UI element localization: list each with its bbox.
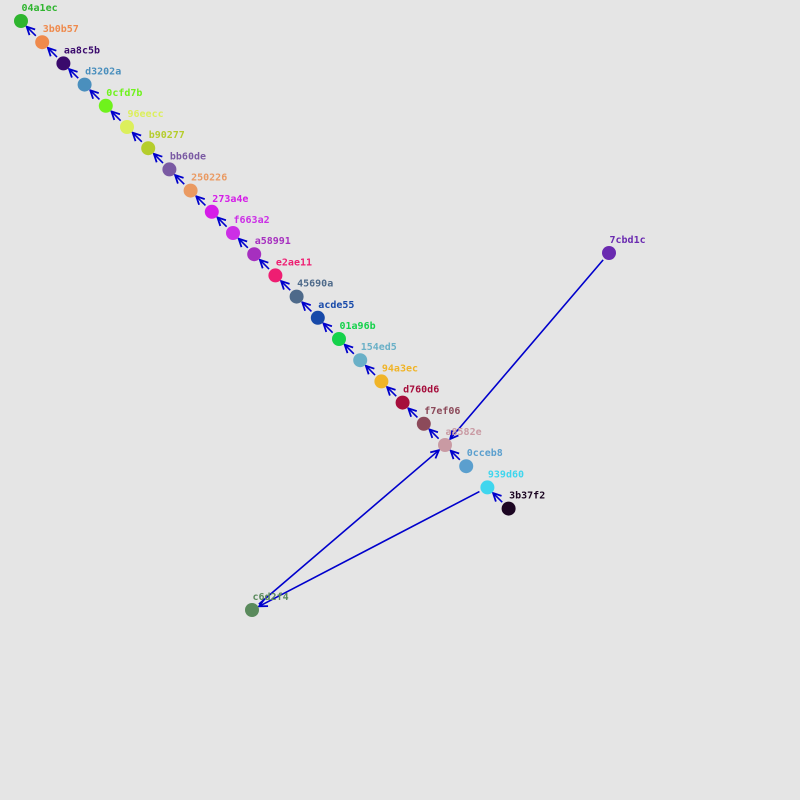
commit-label-f7ef06: f7ef06 — [424, 406, 460, 417]
commit-node-154ed5[interactable] — [353, 353, 368, 368]
commit-label-96eecc: 96eecc — [128, 109, 164, 120]
commit-label-0cfd7b: 0cfd7b — [106, 88, 142, 99]
edge-154ed5-to-01a96b — [345, 345, 355, 355]
edge-45690a-to-e2ae11 — [281, 281, 291, 291]
commit-label-939d60: 939d60 — [488, 469, 524, 480]
commit-label-01a96b: 01a96b — [340, 321, 376, 332]
commit-label-c6d2f4: c6d2f4 — [253, 592, 289, 603]
edge-d3202a-to-aa8c5b — [69, 69, 79, 79]
edge-0cceb8-to-a8582e — [451, 451, 461, 461]
edge-a58991-to-f663a2 — [239, 239, 249, 249]
commit-label-7cbd1c: 7cbd1c — [610, 235, 646, 246]
commit-label-a8582e: a8582e — [446, 427, 482, 438]
edge-e2ae11-to-a58991 — [260, 260, 270, 270]
edge-bb60de-to-b90277 — [154, 154, 164, 164]
commit-label-250226: 250226 — [191, 173, 227, 184]
commit-label-bb60de: bb60de — [170, 151, 206, 162]
edge-b90277-to-96eecc — [133, 133, 143, 143]
commit-label-0cceb8: 0cceb8 — [467, 448, 503, 459]
commit-label-3b37f2: 3b37f2 — [509, 491, 545, 502]
commit-node-f7ef06[interactable] — [416, 416, 431, 431]
commit-label-f663a2: f663a2 — [234, 215, 270, 226]
commit-node-f663a2[interactable] — [226, 226, 240, 240]
commit-label-04a1ec: 04a1ec — [22, 3, 58, 14]
commit-node-a58991[interactable] — [247, 247, 262, 262]
commit-label-aa8c5b: aa8c5b — [64, 45, 100, 56]
commit-node-250226[interactable] — [183, 183, 198, 198]
commit-label-d3202a: d3202a — [85, 67, 121, 78]
commit-label-e2ae11: e2ae11 — [276, 257, 312, 268]
edge-939d60-to-c6d2f4 — [259, 490, 480, 607]
commit-node-01a96b[interactable] — [332, 332, 346, 346]
commit-node-3b37f2[interactable] — [501, 501, 516, 516]
commit-node-e2ae11[interactable] — [268, 268, 283, 283]
edges-layer — [27, 27, 604, 607]
edge-250226-to-bb60de — [175, 175, 185, 185]
edge-acde55-to-45690a — [302, 302, 313, 313]
edge-d760d6-to-94a3ec — [387, 387, 397, 397]
commit-node-96eecc[interactable] — [120, 120, 134, 134]
edge-96eecc-to-0cfd7b — [111, 111, 122, 122]
commit-label-a58991: a58991 — [255, 236, 291, 247]
edge-a8582e-to-f7ef06 — [429, 429, 440, 440]
commit-node-0cceb8[interactable] — [459, 459, 474, 474]
edge-f663a2-to-273a4e — [217, 217, 228, 228]
commit-node-94a3ec[interactable] — [374, 374, 389, 389]
edge-3b37f2-to-939d60 — [493, 493, 503, 503]
commit-label-b90277: b90277 — [149, 130, 185, 141]
commit-label-45690a: 45690a — [297, 279, 333, 290]
edge-273a4e-to-250226 — [196, 196, 207, 207]
labels-layer: 04a1ec 3b0b57 aa8c5b d3202a 0cfd7b 96eecc b902… — [22, 3, 646, 603]
edge-7cbd1c-to-a8582e — [450, 259, 604, 439]
commit-node-b90277[interactable] — [141, 141, 156, 156]
commit-node-bb60de[interactable] — [162, 162, 177, 177]
commit-node-c6d2f4[interactable] — [245, 603, 259, 617]
commit-node-0cfd7b[interactable] — [98, 98, 113, 113]
commit-label-3b0b57: 3b0b57 — [43, 24, 79, 35]
commit-node-273a4e[interactable] — [204, 204, 219, 219]
commit-node-d3202a[interactable] — [77, 77, 92, 92]
commit-label-acde55: acde55 — [318, 300, 354, 311]
commit-node-a8582e[interactable] — [438, 438, 452, 452]
commit-label-d760d6: d760d6 — [403, 385, 439, 396]
edge-aa8c5b-to-3b0b57 — [48, 48, 58, 58]
edge-0cfd7b-to-d3202a — [90, 90, 101, 101]
edge-01a96b-to-acde55 — [323, 323, 334, 334]
edge-c6d2f4-to-a8582e — [258, 450, 439, 605]
commit-node-d760d6[interactable] — [395, 395, 410, 410]
commit-node-45690a[interactable] — [289, 289, 304, 304]
commit-label-94a3ec: 94a3ec — [382, 363, 418, 374]
commit-node-04a1ec[interactable] — [14, 14, 28, 28]
edge-3b0b57-to-04a1ec — [27, 27, 37, 37]
commit-label-154ed5: 154ed5 — [361, 342, 397, 353]
commit-label-273a4e: 273a4e — [212, 194, 248, 205]
commit-node-7cbd1c[interactable] — [602, 246, 616, 260]
commit-node-acde55[interactable] — [310, 310, 325, 325]
edge-f7ef06-to-d760d6 — [408, 408, 419, 419]
edge-94a3ec-to-154ed5 — [366, 366, 376, 376]
nodes-layer — [14, 14, 616, 617]
commit-node-aa8c5b[interactable] — [56, 56, 71, 71]
commit-node-939d60[interactable] — [480, 480, 495, 495]
commit-node-3b0b57[interactable] — [35, 35, 50, 50]
